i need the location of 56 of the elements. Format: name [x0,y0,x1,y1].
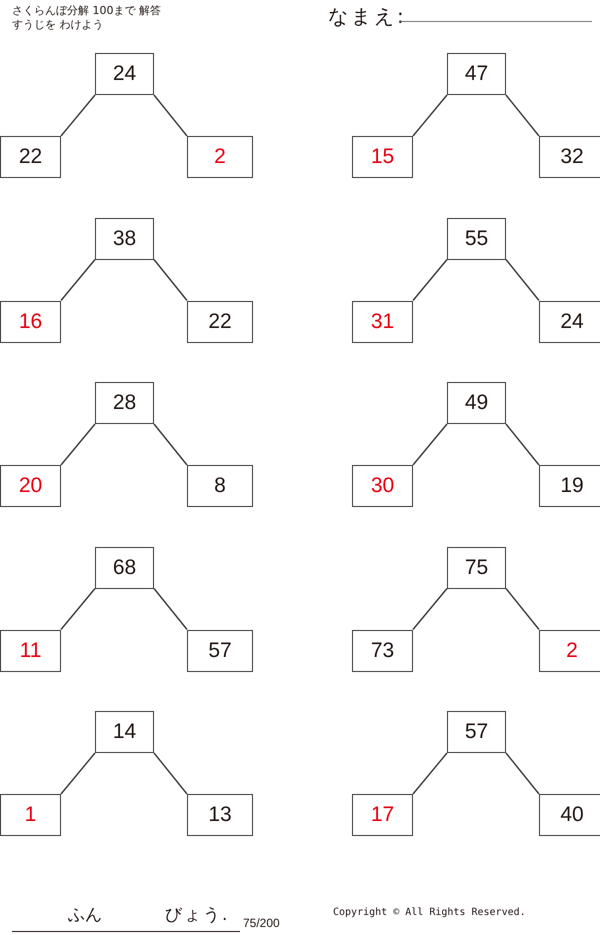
number-box: 2 [187,136,253,178]
number-box: 19 [539,465,600,507]
connector-line [412,752,448,794]
connector-line [153,588,188,630]
connector-line [412,94,448,136]
connector-line [153,424,188,466]
number-box: 24 [539,300,600,342]
connector-line [412,588,448,630]
number-box: 38 [95,218,154,260]
number-box: 75 [447,546,506,588]
number-box: 24 [95,53,154,95]
minutes-label: ふん [68,904,102,926]
number-box: 30 [352,465,413,507]
number-box: 14 [95,711,154,753]
connector-line [153,259,188,301]
connector-line [505,259,540,301]
connector-line [505,424,540,466]
connector-line [60,424,96,466]
number-box: 13 [187,794,253,836]
copyright-text: Copyright © All Rights Reserved. [333,907,526,918]
number-box: 31 [352,300,413,342]
number-box: 11 [0,630,61,672]
connector-line [505,752,540,794]
connector-line [153,752,188,794]
number-box: 57 [447,711,506,753]
number-box: 55 [447,218,506,260]
connector-line [505,94,540,136]
number-box: 68 [95,546,154,588]
connector-line [60,259,96,301]
number-box: 73 [352,630,413,672]
number-box: 49 [447,382,506,424]
connector-line [60,588,96,630]
connector-line [412,424,448,466]
score-text: 75/200 [243,916,280,930]
number-box: 15 [352,136,413,178]
number-box: 17 [352,794,413,836]
number-box: 16 [0,300,61,342]
number-box: 2 [539,630,600,672]
connector-line [153,94,188,136]
seconds-label: びょう. [165,904,230,926]
number-box: 40 [539,794,600,836]
number-box: 1 [0,794,61,836]
connector-line [505,588,540,630]
number-box: 22 [187,300,253,342]
worksheet-title: さくらんぼ分解 100まで 解答 [12,3,161,18]
number-box: 22 [0,136,61,178]
connector-line [412,259,448,301]
number-box: 32 [539,136,600,178]
number-box: 8 [187,465,253,507]
instruction-text: すうじを わけよう [12,17,104,32]
number-box: 47 [447,53,506,95]
number-box: 28 [95,382,154,424]
connector-line [60,752,96,794]
number-box: 20 [0,465,61,507]
connector-line [60,94,96,136]
number-box: 57 [187,630,253,672]
